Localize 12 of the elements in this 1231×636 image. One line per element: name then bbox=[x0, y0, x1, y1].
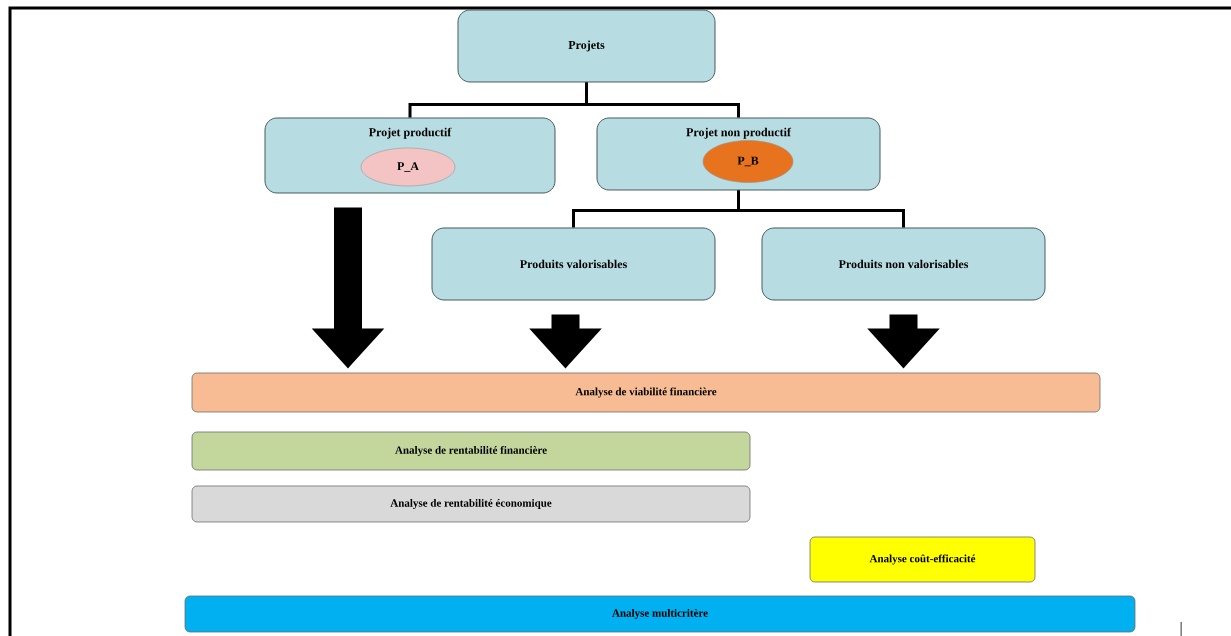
process-box: Produits valorisables bbox=[431, 227, 716, 301]
connector-line bbox=[585, 82, 740, 118]
connector-line bbox=[737, 190, 905, 228]
analysis-bar: Analyse coût-efficacité bbox=[809, 536, 1036, 583]
process-box: Produits non valorisables bbox=[761, 227, 1046, 301]
analysis-bar: Analyse de rentabilité économique bbox=[191, 485, 751, 523]
analysis-bar: Analyse de rentabilité financière bbox=[191, 431, 751, 471]
oval-badge: P_B bbox=[702, 140, 794, 183]
analysis-bar: Analyse multicritère bbox=[184, 595, 1136, 633]
oval-badge: P_A bbox=[360, 147, 456, 187]
process-box: Projets bbox=[457, 9, 716, 83]
analysis-bar: Analyse de viabilité financière bbox=[191, 372, 1101, 413]
